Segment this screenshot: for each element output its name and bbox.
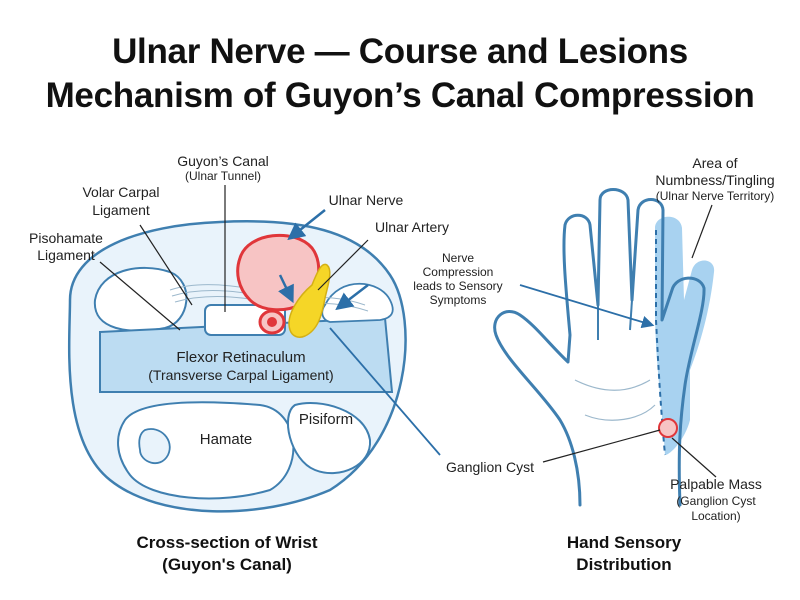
compression-arrow-3: [335, 284, 369, 311]
label-ulnar-territory: (Ulnar Nerve Territory): [656, 189, 774, 203]
label-ganglion-cyst: Ganglion Cyst: [446, 459, 534, 475]
wrist-cross-section: [67, 185, 441, 513]
leader-ganglion-hand: [542, 429, 661, 463]
hamate-bone: [117, 401, 295, 500]
label-ganglion-location-1: (Ganglion Cyst: [676, 494, 756, 508]
palpable-mass-dot: [658, 418, 678, 438]
hand-outline: [493, 188, 706, 507]
label-transverse-carpal: (Transverse Carpal Ligament): [148, 367, 333, 383]
carpal-bone-left: [93, 266, 188, 332]
label-pisohamate-1: Pisohamate: [29, 230, 103, 246]
numbness-zone: [655, 216, 715, 455]
label-ulnar-tunnel: (Ulnar Tunnel): [185, 169, 261, 183]
caption-hand-1: Hand Sensory: [567, 533, 682, 552]
leader-numbness: [691, 204, 713, 259]
leader-ulnar-artery: [317, 239, 369, 291]
label-volar-carpal-2: Ligament: [92, 202, 150, 218]
label-flexor-retinaculum: Flexor Retinaculum: [176, 349, 305, 366]
label-area-of: Area of: [692, 155, 737, 171]
finger-line-2: [629, 299, 633, 331]
leader-pisohamate: [99, 261, 181, 331]
pisiform-bone: [286, 402, 372, 475]
label-ganglion-location-2: Location): [691, 509, 740, 523]
label-numbness-tingling: Numbness/Tingling: [655, 172, 774, 188]
compression-arrow-2: [278, 274, 294, 304]
palm-crease-1: [574, 379, 651, 391]
label-guyons-canal: Guyon’s Canal: [177, 153, 269, 169]
compression-arrow-1: [287, 209, 326, 241]
leader-compression: [519, 284, 655, 329]
compressed-nerve-core: [267, 317, 277, 327]
title-line-2: Mechanism of Guyon’s Canal Compression: [45, 76, 755, 115]
title-line-1: Ulnar Nerve — Course and Lesions: [112, 32, 688, 71]
leader-palpable: [671, 437, 717, 478]
label-hamate: Hamate: [200, 431, 253, 448]
label-compression-1: Nerve: [442, 251, 474, 265]
diagram-title: Ulnar Nerve — Course and Lesions Mechani…: [0, 30, 800, 118]
caption-hand-2: Distribution: [576, 555, 671, 574]
leader-volar-carpal: [139, 224, 193, 306]
label-palpable-mass: Palpable Mass: [670, 476, 762, 492]
label-ulnar-nerve: Ulnar Nerve: [329, 192, 404, 208]
label-volar-carpal-1: Volar Carpal: [82, 184, 159, 200]
palm-crease-2: [584, 404, 656, 421]
label-pisohamate-2: Ligament: [37, 247, 95, 263]
label-pisiform: Pisiform: [299, 411, 353, 428]
hamate-hook: [138, 428, 171, 465]
ulnar-boundary-dashed: [655, 230, 666, 456]
label-ulnar-artery: Ulnar Artery: [375, 219, 449, 235]
label-compression-2: Compression: [423, 265, 494, 279]
caption-cross-section-2: (Guyon's Canal): [162, 555, 292, 574]
label-compression-3: leads to Sensory: [413, 279, 502, 293]
caption-cross-section-1: Cross-section of Wrist: [136, 533, 317, 552]
label-compression-4: Symptoms: [430, 293, 487, 307]
leader-ganglion-cyst: [329, 327, 441, 456]
hand-illustration: [493, 188, 717, 507]
